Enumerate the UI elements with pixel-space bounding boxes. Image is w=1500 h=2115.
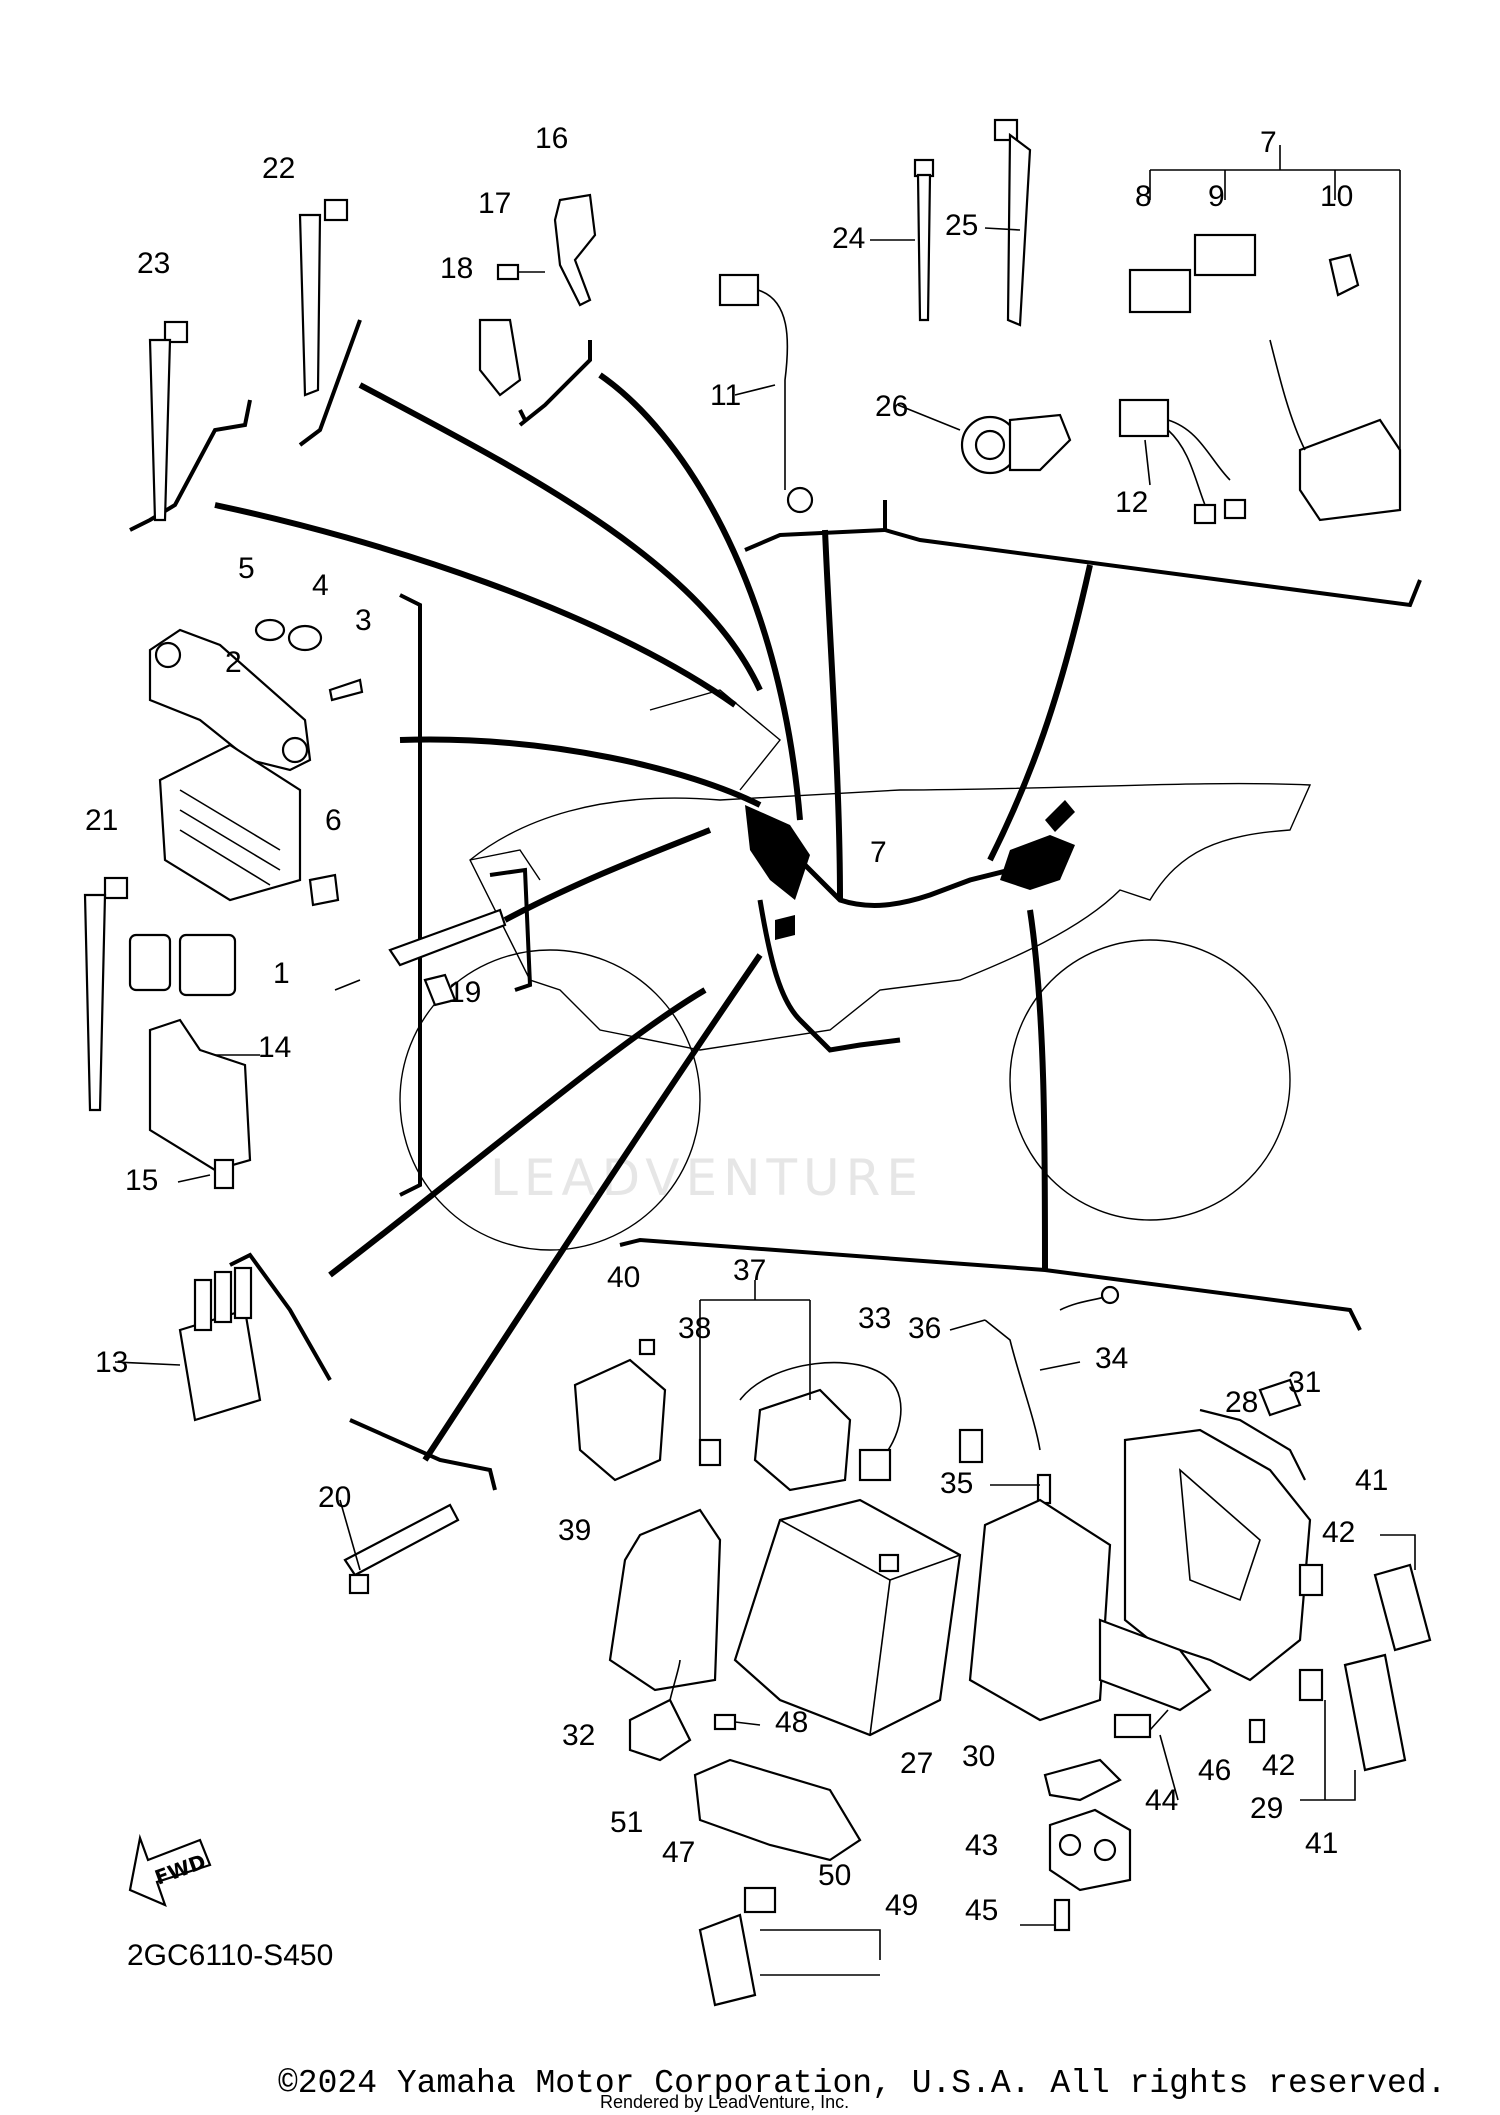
cable-tie-23: [148, 320, 189, 522]
cable-tie-21: [83, 876, 129, 1112]
callout: 34: [1095, 1342, 1128, 1375]
callout: 28: [1225, 1386, 1258, 1419]
callout: 18: [440, 252, 473, 285]
callout: 17: [478, 187, 511, 220]
connectors-49: [698, 1886, 881, 2007]
callout: 37: [733, 1254, 766, 1287]
earth-lead-11: [718, 273, 814, 514]
callout: 51: [610, 1806, 643, 1839]
part-26: [960, 413, 1072, 475]
connector-13: [178, 1266, 262, 1422]
callout: 6: [325, 804, 342, 837]
callout-labels: 1 2 3 4 5 6 7 7 8 9 10 11 12 13 14 15 16…: [85, 122, 1388, 1927]
callout: 12: [1115, 486, 1148, 519]
rendered-by: Rendered by LeadVenture, Inc.: [600, 2092, 849, 2112]
battery-band-32: [608, 1508, 722, 1692]
callout: 20: [318, 1481, 351, 1514]
cable-tie-24: [913, 158, 935, 322]
motorcycle-outline: [399, 689, 1312, 1251]
callout: 30: [962, 1740, 995, 1773]
watermark: LEADVENTURE: [490, 1149, 924, 1207]
callout: 27: [900, 1747, 933, 1780]
callout: 50: [818, 1859, 851, 1892]
connectors-41: [1298, 1534, 1432, 1801]
callout: 14: [258, 1031, 291, 1064]
rectifier-group: [128, 618, 364, 997]
callout: 40: [607, 1261, 640, 1294]
callout: 5: [238, 552, 255, 585]
callout: 9: [1208, 180, 1225, 213]
battery-lead-34: [958, 1285, 1120, 1505]
callout: 8: [1135, 180, 1152, 213]
callout: 45: [965, 1894, 998, 1927]
callout: 31: [1288, 1366, 1321, 1399]
bracket-44: [1043, 1618, 1266, 1802]
callout: 15: [125, 1164, 158, 1197]
callout: 41: [1355, 1464, 1388, 1497]
callout: 3: [355, 604, 372, 637]
cable-tie-22: [298, 198, 349, 397]
callout: 11: [710, 379, 741, 412]
callout: 38: [678, 1312, 711, 1345]
callout: 4: [312, 569, 329, 602]
callout: 22: [262, 152, 295, 185]
callout: 10: [1320, 180, 1353, 213]
callout: 1: [273, 957, 290, 990]
callout: 29: [1250, 1792, 1283, 1825]
bracket-28: [1123, 1378, 1312, 1682]
callout: 7: [870, 836, 887, 869]
callout: 35: [940, 1467, 973, 1500]
callout: 7: [1260, 126, 1277, 159]
wire-harness: [745, 800, 1075, 1053]
part-39: [573, 1338, 667, 1482]
callout: 46: [1198, 1754, 1231, 1787]
callout: 2: [225, 646, 242, 679]
callout: 24: [832, 222, 865, 255]
leader-lines: [129, 319, 1422, 1491]
callout: 32: [562, 1719, 595, 1752]
callout: 42: [1262, 1749, 1295, 1782]
callout: 43: [965, 1829, 998, 1862]
callout: 42: [1322, 1516, 1355, 1549]
callout: 36: [908, 1312, 941, 1345]
callout: 19: [448, 976, 481, 1009]
bracket-16-17-18: [478, 193, 597, 397]
ecu-30: [968, 1498, 1112, 1722]
callout: 21: [85, 804, 118, 837]
callout: 25: [945, 209, 978, 242]
callout: 39: [558, 1514, 591, 1547]
callout: 33: [858, 1302, 891, 1335]
cable-tie-19: [388, 908, 507, 1007]
part-12: [1118, 398, 1247, 525]
label-leaders: [114, 227, 1179, 1926]
callout: 49: [885, 1889, 918, 1922]
callout: 47: [662, 1836, 695, 1869]
cable-tie-25: [993, 118, 1032, 327]
callout: 44: [1145, 1784, 1178, 1817]
battery-27: [733, 1498, 962, 1737]
cable-tie-20: [343, 1503, 460, 1595]
starter-relay-37: [698, 1280, 902, 1492]
fwd-arrow-icon: FWD: [128, 1833, 212, 1907]
sensor-43: [1048, 1808, 1132, 1932]
callout: 16: [535, 122, 568, 155]
bracket-14: [148, 1018, 252, 1190]
diagram-code: 2GC6110-S450: [127, 1939, 333, 1972]
copyright: ©2024 Yamaha Motor Corporation, U.S.A. A…: [278, 2065, 1446, 2102]
callout: 23: [137, 247, 170, 280]
bracket-47: [628, 1659, 862, 1862]
callout: 41: [1305, 1827, 1338, 1860]
relay-group-7: [1128, 145, 1402, 522]
callout: 48: [775, 1706, 808, 1739]
